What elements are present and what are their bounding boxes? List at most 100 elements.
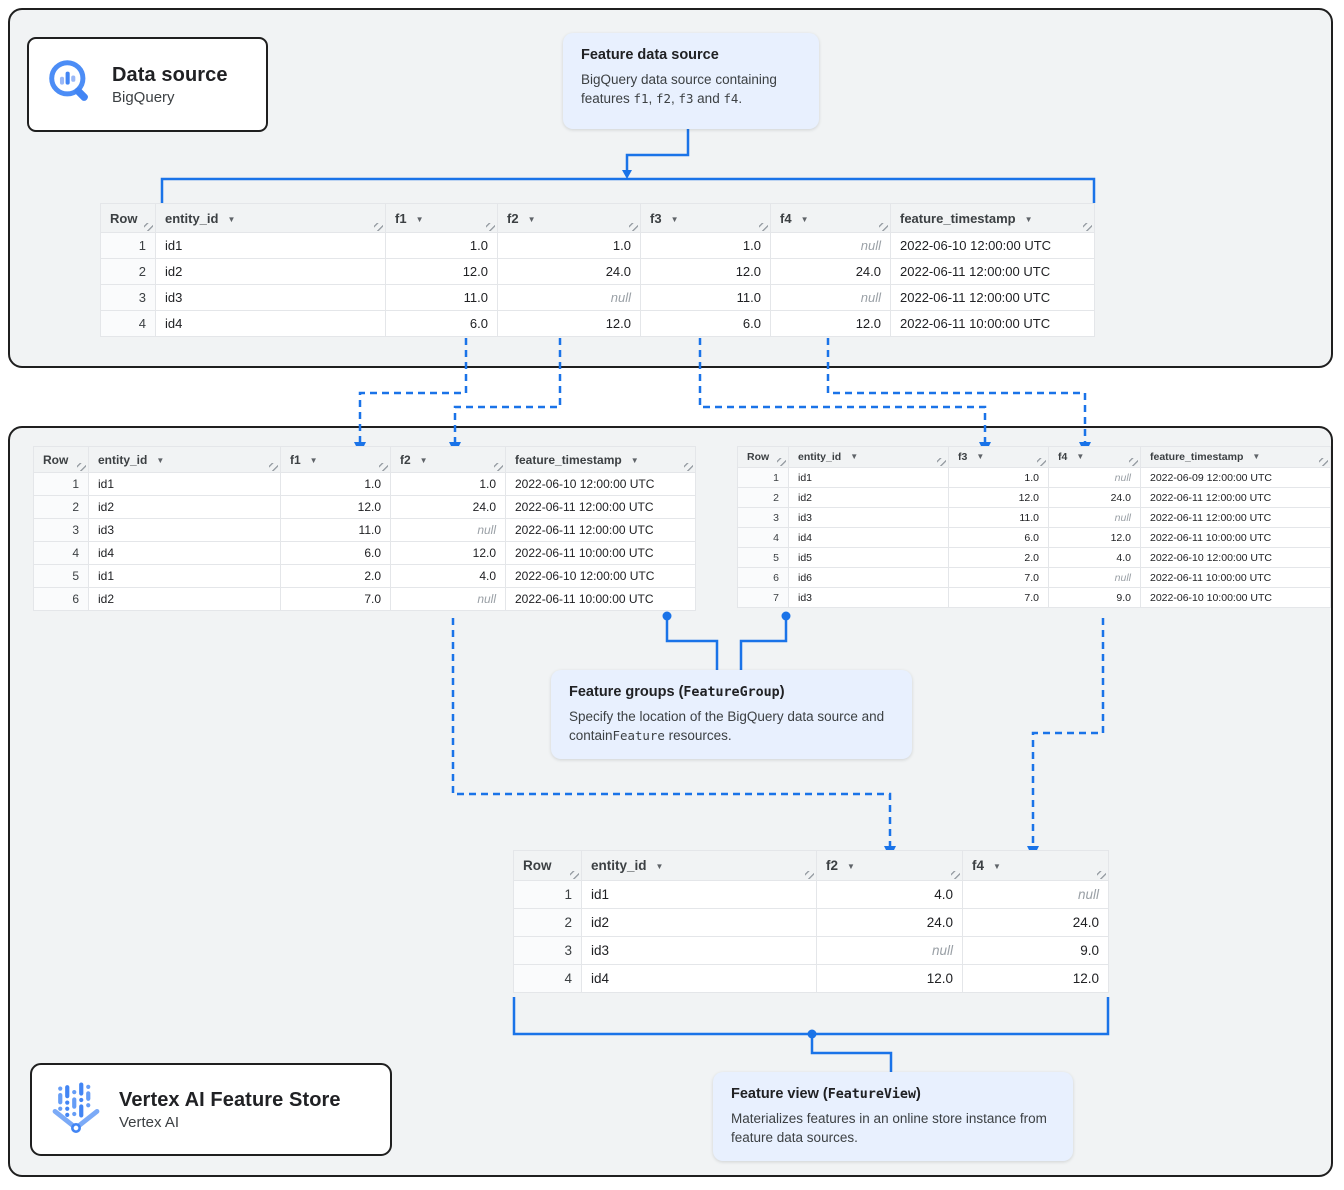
text-segment: Feature view ( — [731, 1086, 828, 1102]
cell-feature_timestamp: 2022-06-10 12:00:00 UTC — [1140, 547, 1331, 568]
cell-Row: 1 — [513, 880, 582, 909]
column-header-label: f3 — [650, 210, 662, 226]
cell-Row: 3 — [33, 518, 89, 542]
cell-Row: 3 — [100, 284, 156, 311]
column-header-f2: f2▼ — [497, 203, 641, 233]
cell-f2: 4.0 — [816, 880, 963, 909]
cell-f3: 7.0 — [948, 567, 1049, 588]
column-header-f4: f4▼ — [770, 203, 891, 233]
cell-Row: 3 — [737, 507, 789, 528]
cell-f1: 2.0 — [280, 564, 391, 588]
column-header-label: Row — [747, 451, 770, 463]
bigquery-magnifier-chart-icon — [45, 56, 97, 113]
sort-caret-icon: ▼ — [976, 452, 985, 461]
cell-Row: 4 — [737, 527, 789, 548]
cell-entity_id: id1 — [788, 467, 949, 488]
column-header-f1: f1▼ — [385, 203, 498, 233]
vertex-ai-dots-icon — [48, 1079, 104, 1140]
column-header-label: feature_timestamp — [900, 210, 1016, 226]
cell-entity_id: id1 — [88, 564, 281, 588]
cell-f2: 1.0 — [390, 472, 506, 496]
cell-f1: 6.0 — [280, 541, 391, 565]
cell-Row: 5 — [737, 547, 789, 568]
feature-view-callout: Feature view (FeatureView) Materializes … — [713, 1072, 1073, 1161]
cell-entity_id: id3 — [88, 518, 281, 542]
column-header-feature_timestamp: feature_timestamp▼ — [505, 446, 696, 473]
column-resize-grip-icon — [379, 463, 388, 471]
sort-caret-icon: ▼ — [527, 214, 536, 224]
sort-caret-icon: ▼ — [655, 862, 664, 871]
cell-f3: 2.0 — [948, 547, 1049, 568]
cell-Row: 2 — [100, 258, 156, 285]
column-header-f3: f3▼ — [948, 446, 1049, 468]
text-segment: Materializes features in an online store… — [731, 1111, 1047, 1146]
cell-feature_timestamp: 2022-06-10 12:00:00 UTC — [890, 232, 1095, 259]
column-resize-grip-icon — [570, 871, 579, 879]
cell-entity_id: id3 — [155, 284, 386, 311]
column-header-f3: f3▼ — [640, 203, 771, 233]
cell-Row: 2 — [513, 908, 582, 937]
cell-f2: 24.0 — [390, 495, 506, 519]
cell-f3: 11.0 — [640, 284, 771, 311]
text-segment: ) — [779, 684, 785, 700]
column-resize-grip-icon — [684, 463, 693, 471]
column-header-Row: Row — [100, 203, 156, 233]
column-header-label: feature_timestamp — [1150, 451, 1244, 463]
cell-f3: 12.0 — [640, 258, 771, 285]
cell-feature_timestamp: 2022-06-11 10:00:00 UTC — [1140, 527, 1331, 548]
text-segment: BigQuery data source containing features — [581, 72, 777, 107]
cell-f1: 12.0 — [385, 258, 498, 285]
column-resize-grip-icon — [1097, 871, 1106, 879]
column-header-entity_id: entity_id▼ — [581, 850, 817, 881]
cell-entity_id: id4 — [581, 964, 817, 993]
cell-f4: 9.0 — [1048, 587, 1141, 608]
column-header-Row: Row — [513, 850, 582, 881]
cell-f1: 1.0 — [280, 472, 391, 496]
column-header-f1: f1▼ — [280, 446, 391, 473]
cell-entity_id: id3 — [788, 507, 949, 528]
code-text-segment: f4 — [723, 91, 739, 107]
sort-caret-icon: ▼ — [419, 455, 428, 465]
cell-f3: 11.0 — [948, 507, 1049, 528]
column-header-label: f4 — [972, 858, 985, 873]
column-header-f4: f4▼ — [1048, 446, 1141, 468]
column-resize-grip-icon — [374, 223, 383, 231]
cell-entity_id: id1 — [155, 232, 386, 259]
cell-f4: 12.0 — [962, 964, 1109, 993]
cell-Row: 2 — [33, 495, 89, 519]
column-header-feature_timestamp: feature_timestamp ▼ — [1140, 446, 1331, 468]
sort-caret-icon: ▼ — [227, 214, 236, 224]
column-header-f4: f4▼ — [962, 850, 1109, 881]
cell-feature_timestamp: 2022-06-10 10:00:00 UTC — [1140, 587, 1331, 608]
cell-f1: 11.0 — [280, 518, 391, 542]
cell-f4: 12.0 — [770, 310, 891, 337]
sort-caret-icon: ▼ — [850, 452, 859, 461]
callout-title: Feature groups (FeatureGroup) — [569, 684, 894, 700]
data-source-card-subtitle: BigQuery — [112, 88, 175, 106]
cell-entity_id: id4 — [155, 310, 386, 337]
cell-entity_id: id4 — [88, 541, 281, 565]
code-text-segment: f1 — [633, 91, 649, 107]
sort-caret-icon: ▼ — [1252, 452, 1261, 461]
cell-Row: 1 — [737, 467, 789, 488]
cell-feature_timestamp: 2022-06-11 12:00:00 UTC — [505, 495, 696, 519]
cell-Row: 2 — [737, 487, 789, 508]
cell-f4: null — [770, 232, 891, 259]
column-header-entity_id: entity_id▼ — [788, 446, 949, 468]
cell-Row: 5 — [33, 564, 89, 588]
callout-body: BigQuery data source containing features… — [581, 70, 801, 108]
cell-f2: null — [497, 284, 641, 311]
cell-f3: 6.0 — [640, 310, 771, 337]
cell-f1: 6.0 — [385, 310, 498, 337]
column-resize-grip-icon — [879, 223, 888, 231]
